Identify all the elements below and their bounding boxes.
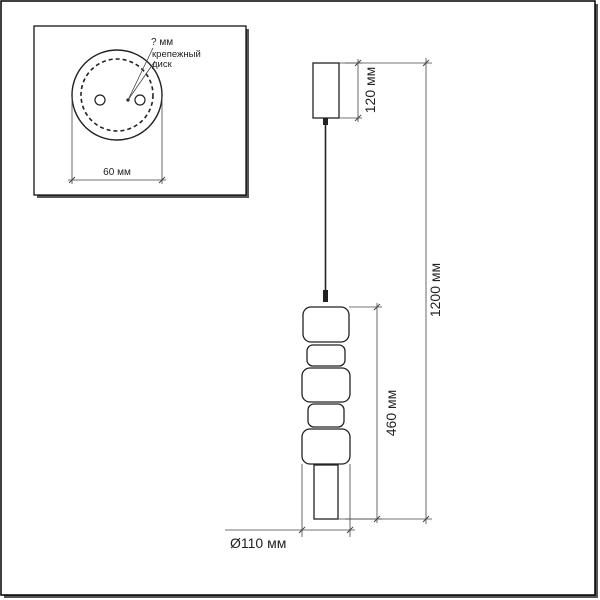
ceiling-canopy bbox=[312, 62, 340, 119]
shade-segment-5 bbox=[301, 428, 351, 465]
disk-dashed-circle bbox=[80, 58, 154, 132]
pendant-lamp bbox=[301, 62, 351, 520]
disk-outer-circle bbox=[71, 49, 163, 141]
shade-diameter-label: Ø110 мм bbox=[230, 535, 286, 551]
hole-size-label: ? мм bbox=[151, 37, 173, 48]
shade-segment-3 bbox=[301, 367, 351, 403]
mount-hole-left bbox=[94, 94, 106, 106]
shade-segment-1 bbox=[302, 306, 350, 343]
lamp-tube bbox=[313, 464, 339, 520]
inset-box bbox=[33, 25, 247, 196]
disk-diameter-dimension bbox=[68, 97, 166, 184]
shade-cable-grip bbox=[323, 290, 328, 302]
shade-diameter-dimension bbox=[225, 464, 355, 537]
disk-leader-line bbox=[127, 60, 156, 101]
canopy-cable-grip bbox=[323, 118, 328, 125]
total-height-label: 1200 мм bbox=[427, 263, 443, 317]
shade-segment-2 bbox=[306, 344, 346, 367]
disk-label-line2: диск bbox=[152, 59, 173, 70]
disk-label-line1: крепежный bbox=[152, 49, 201, 60]
shade-height-label: 460 мм bbox=[383, 390, 399, 437]
mounting-disk bbox=[71, 47, 163, 141]
mount-hole-right bbox=[134, 94, 146, 106]
canopy-height-label: 120 мм bbox=[362, 67, 378, 114]
hole-leader-line bbox=[127, 47, 154, 101]
shade-segment-4 bbox=[307, 403, 345, 428]
shade-height-dimension bbox=[338, 303, 382, 523]
disk-diameter-label: 60 мм bbox=[103, 167, 131, 178]
